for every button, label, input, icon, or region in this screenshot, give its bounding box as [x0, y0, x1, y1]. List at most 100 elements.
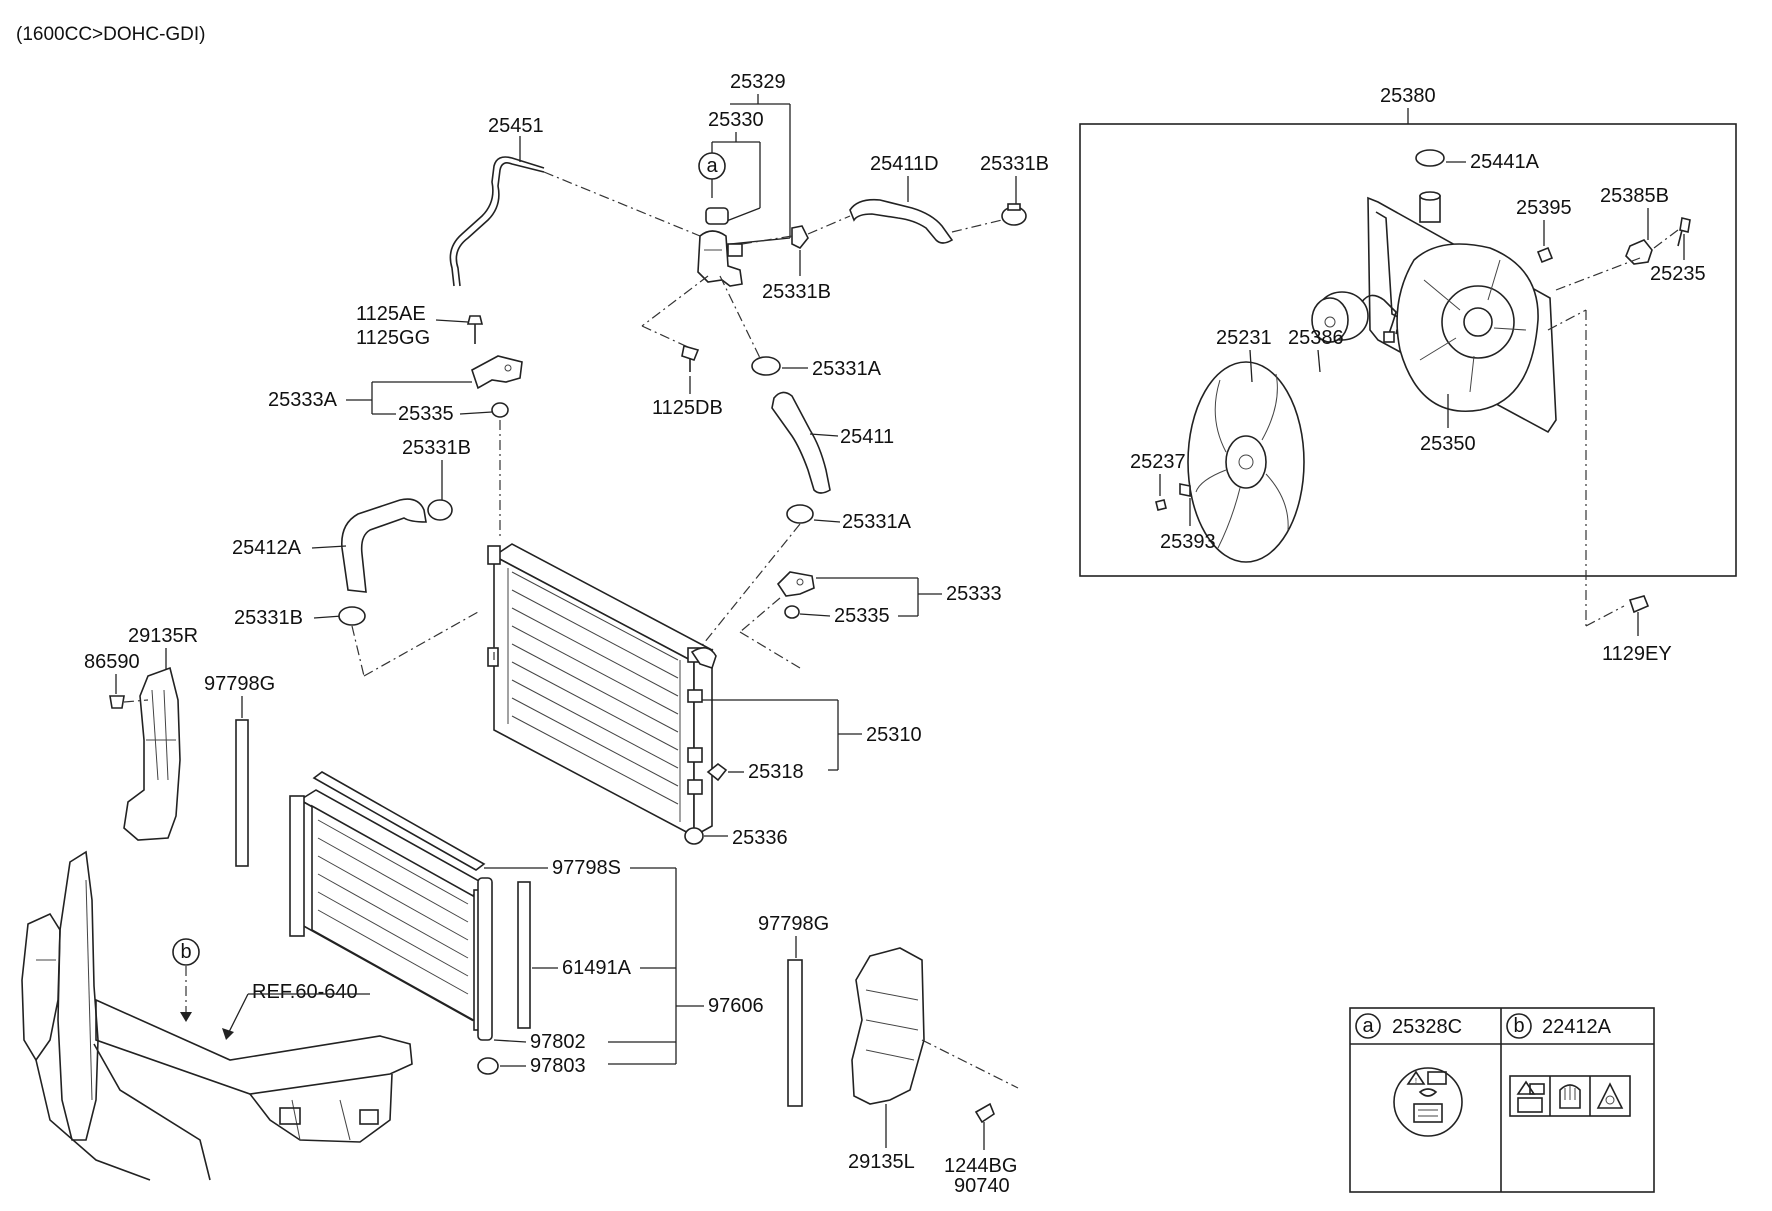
bracket-25333A [471, 355, 523, 390]
label-25235: 25235 [1650, 263, 1706, 285]
radiator-25310 [487, 543, 717, 838]
label-25318: 25318 [748, 761, 804, 783]
clamp-25331A-top [751, 356, 781, 376]
cap-97803 [477, 1057, 499, 1075]
seal-97798G-left [235, 719, 249, 867]
nut-25237 [1155, 499, 1167, 511]
label-25451: 25451 [488, 115, 544, 137]
reservoir-cap [705, 207, 729, 225]
resistor-25385B [1625, 239, 1653, 265]
label-25350: 25350 [1420, 433, 1476, 455]
fan-blade-25231 [1187, 361, 1305, 563]
label-1125AE: 1125AE [356, 303, 426, 325]
label-25411D: 25411D [870, 153, 939, 175]
upper-hose-25411D [849, 198, 954, 244]
legend-a-part: 25328C [1392, 1016, 1462, 1038]
air-guard-29135R [123, 666, 181, 841]
fan-warning-label-icon [1509, 1075, 1631, 1117]
fan-shroud-25350 [1367, 191, 1557, 434]
label-97606: 97606 [708, 995, 764, 1017]
drier-97802 [477, 877, 493, 1041]
label-25385B: 25385B [1600, 185, 1669, 207]
grommet-25335-right [784, 605, 800, 619]
label-97798G-left: 97798G [204, 673, 275, 695]
hose-25412A [341, 498, 427, 593]
label-25395: 25395 [1516, 197, 1572, 219]
label-61491A: 61491A [562, 957, 632, 979]
label-25330: 25330 [708, 109, 764, 131]
label-25331A-top: 25331A [812, 358, 882, 380]
bolt-1244BG [974, 1102, 995, 1124]
label-25331B-left: 25331B [402, 437, 471, 459]
bracket-61491A [517, 881, 531, 1029]
label-25393: 25393 [1160, 531, 1216, 553]
label-25310: 25310 [866, 724, 922, 746]
seal-97798S [312, 771, 486, 871]
callout-b-letter: b [180, 941, 191, 963]
label-25380: 25380 [1380, 85, 1436, 107]
label-1244BG: 1244BG [944, 1155, 1017, 1177]
screw-25235 [1679, 217, 1691, 233]
overflow-hose-drawing [455, 162, 545, 287]
label-25237: 25237 [1130, 451, 1186, 473]
label-25331B-mid: 25331B [762, 281, 831, 303]
label-25331B-top: 25331B [980, 153, 1049, 175]
callout-a-letter: a [706, 155, 718, 177]
label-97798S: 97798S [552, 857, 621, 879]
air-guard-29135L [851, 947, 925, 1105]
label-97798G-right: 97798G [758, 913, 829, 935]
lower-hose-25411 [771, 391, 831, 494]
bolt-1125DB [681, 344, 700, 361]
legend-b-letter: b [1513, 1015, 1524, 1037]
bolt-1129EY [1628, 595, 1650, 614]
legend-b-circle [1506, 1013, 1532, 1039]
label-25329: 25329 [730, 71, 786, 93]
engine-note: (1600CC>DOHC-GDI) [16, 24, 206, 45]
front-end-module-ref [21, 850, 413, 1181]
clamp-25331B-low [338, 606, 366, 626]
legend-a-letter: a [1362, 1015, 1374, 1037]
label-25333A: 25333A [268, 389, 338, 411]
bolt-25395 [1536, 246, 1554, 264]
label-25386: 25386 [1288, 327, 1344, 349]
bolt-86590 [109, 695, 125, 709]
label-25331A-mid: 25331A [842, 511, 912, 533]
legend-b-part: 22412A [1542, 1016, 1612, 1038]
seal-97798G-right [787, 959, 803, 1107]
bracket-25333 [776, 571, 815, 597]
legend-a-circle [1355, 1013, 1381, 1039]
cap-25441A [1415, 149, 1445, 167]
grommet-25335-left [491, 402, 509, 418]
label-ref-60-640: REF.60-640 [252, 981, 358, 1003]
label-25333: 25333 [946, 583, 1002, 605]
label-25331B-low: 25331B [234, 607, 303, 629]
fan-motor-25386 [1311, 291, 1397, 343]
callout-b-circle [172, 938, 200, 966]
fan-assembly-box [1079, 123, 1737, 577]
label-1125DB: 1125DB [652, 397, 723, 419]
clamp-25331B-left [427, 499, 453, 521]
label-25336: 25336 [732, 827, 788, 849]
label-25441A: 25441A [1470, 151, 1540, 173]
label-1125GG: 1125GG [356, 327, 430, 349]
bolt-1125AE [466, 315, 484, 325]
label-29135L: 29135L [848, 1151, 915, 1173]
svg-text:!: ! [1415, 1078, 1417, 1085]
legend-table [1349, 1007, 1655, 1193]
label-97803: 97803 [530, 1055, 586, 1077]
label-25335-right: 25335 [834, 605, 890, 627]
mount-25336 [684, 827, 704, 845]
label-29135R: 29135R [128, 625, 198, 647]
label-1129EY: 1129EY [1602, 643, 1672, 665]
drain-plug-25318 [706, 762, 728, 782]
label-25411: 25411 [840, 426, 894, 448]
cap-warning-label-icon: ! [1393, 1067, 1463, 1137]
label-86590: 86590 [84, 651, 140, 673]
label-97802: 97802 [530, 1031, 586, 1053]
clamp-25331A-mid [786, 504, 814, 524]
washer-25393 [1179, 483, 1191, 497]
label-25412A: 25412A [232, 537, 302, 559]
label-25335-left: 25335 [398, 403, 454, 425]
clamp-25331B-top [791, 225, 809, 250]
